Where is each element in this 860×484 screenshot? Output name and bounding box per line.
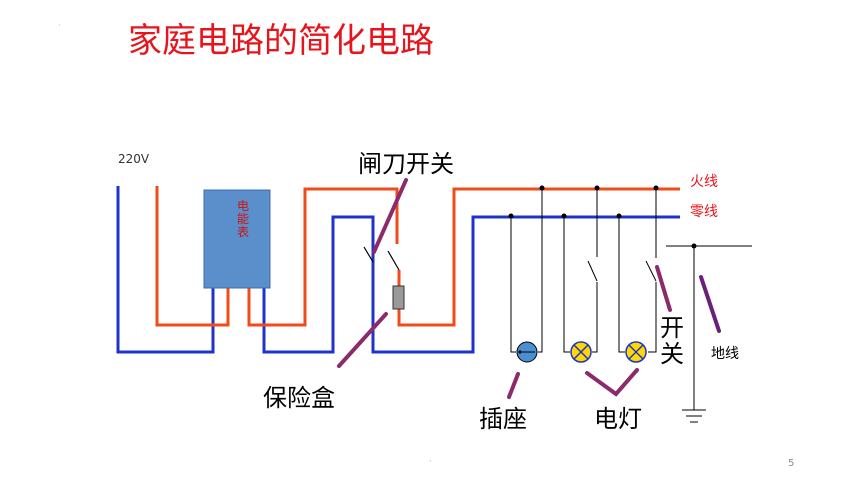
junction-dots [508,185,697,249]
meter-label: 电能表 [237,199,249,239]
footer-dot: · [429,457,432,466]
voltage-label: 220V [118,152,150,166]
knife-switch [363,246,400,271]
lamp-label: 电灯 [594,405,642,433]
ground-wire-label: 地线 [711,346,739,362]
lamp-2-symbol [625,341,647,363]
knife-switch-label: 闸刀开关 [358,150,454,178]
energy-meter: 电能表 [203,189,271,289]
switch-label: 开关 [660,314,684,368]
fuse [392,285,405,310]
branch-wiring [510,189,752,423]
neutral-wire-label: 零线 [690,204,718,220]
pointer-lines [337,178,672,399]
socket-label: 插座 [479,405,527,433]
slide-title: 家庭电路的简化电路 [128,21,434,61]
lamp-1-symbol [570,341,592,363]
corner-dot: · [58,21,61,30]
ground-pointer-line [699,275,721,333]
socket-symbol [516,341,538,363]
page-number: 5 [788,458,794,469]
fuse-box-label: 保险盒 [263,384,335,412]
live-wire-label: 火线 [690,174,718,190]
